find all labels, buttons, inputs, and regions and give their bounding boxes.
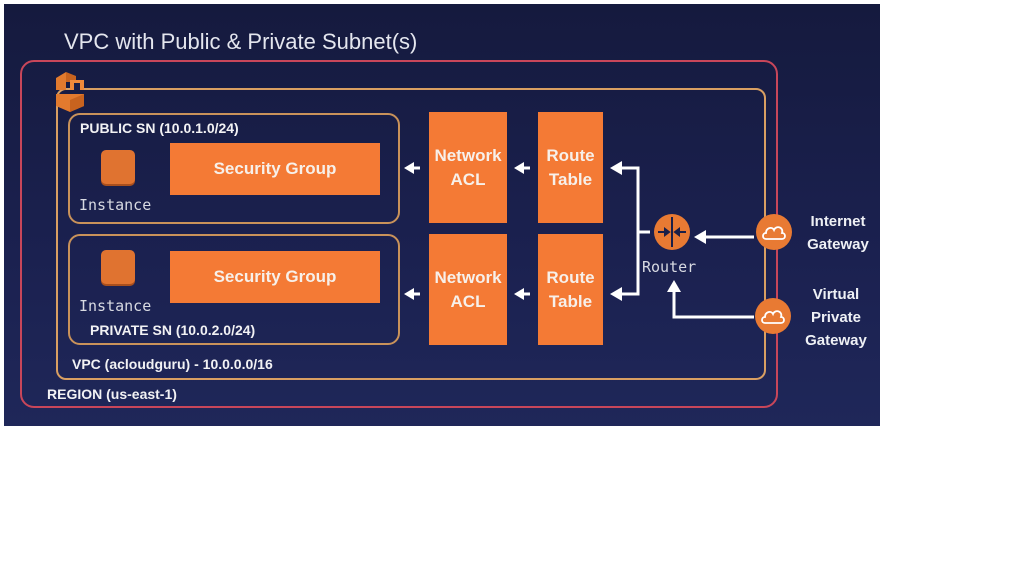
arrow-head <box>610 161 622 175</box>
public-instance-icon[interactable] <box>101 150 135 184</box>
virtual-private-gateway-label: Virtual Private Gateway <box>802 283 870 352</box>
gateway-label-line: Gateway <box>805 332 867 349</box>
private-subnet <box>68 234 400 345</box>
public-subnet <box>68 113 400 224</box>
route-table-public[interactable]: Route Table <box>538 112 603 223</box>
arrow-head <box>404 288 414 300</box>
region-label: REGION (us-east-1) <box>47 386 177 402</box>
gateway-label-line: Gateway <box>807 236 869 253</box>
gateway-label-line: Internet <box>810 213 866 230</box>
internet-gateway-icon[interactable] <box>756 214 792 250</box>
network-acl-public[interactable]: Network ACL <box>429 112 507 223</box>
route-table-private[interactable]: Route Table <box>538 234 603 345</box>
arrow-head <box>610 287 622 301</box>
private-security-group[interactable]: Security Group <box>170 251 380 303</box>
route-table-line1: Route <box>546 145 595 165</box>
gateway-label-line: Virtual <box>812 286 860 303</box>
diagram-title: VPC with Public & Private Subnet(s) <box>64 29 418 54</box>
arrow-head <box>514 162 524 174</box>
arrow-head <box>514 288 524 300</box>
public-security-group[interactable]: Security Group <box>170 143 380 195</box>
connector-arrows <box>404 161 754 319</box>
network-acl-line2: ACL <box>450 169 486 189</box>
cloud-icon <box>761 310 785 324</box>
router-icon[interactable] <box>654 214 690 250</box>
network-acl-line1: Network <box>434 145 502 165</box>
arrow-head <box>667 280 681 292</box>
network-acl-line2: ACL <box>450 291 486 311</box>
private-instance-label: Instance <box>79 297 152 315</box>
router-split-line <box>622 166 640 296</box>
network-acl-private[interactable]: Network ACL <box>429 234 507 345</box>
route-table-line2: Table <box>548 169 593 189</box>
vgw-to-router-line <box>672 290 754 319</box>
private-subnet-label: PRIVATE SN (10.0.2.0/24) <box>90 322 256 338</box>
cloud-icon <box>762 226 786 240</box>
arrow-head <box>404 162 414 174</box>
route-table-line2: Table <box>548 291 593 311</box>
gateway-label-line: Private <box>810 309 862 326</box>
network-acl-line1: Network <box>434 267 502 287</box>
public-instance-label: Instance <box>79 196 152 214</box>
aws-vpc-logo-icon <box>56 72 84 112</box>
private-instance-icon[interactable] <box>101 250 135 284</box>
vpc-label: VPC (acloudguru) - 10.0.0.0/16 <box>72 356 273 372</box>
vpc-diagram-slide: VPC with Public & Private Subnet(s) PUBL… <box>4 4 880 426</box>
virtual-private-gateway-icon[interactable] <box>755 298 791 334</box>
route-table-line1: Route <box>546 267 595 287</box>
arrow-head <box>694 230 706 244</box>
internet-gateway-label: Internet Gateway <box>804 210 872 256</box>
router-label: Router <box>642 258 697 276</box>
public-subnet-label: PUBLIC SN (10.0.1.0/24) <box>80 120 239 136</box>
